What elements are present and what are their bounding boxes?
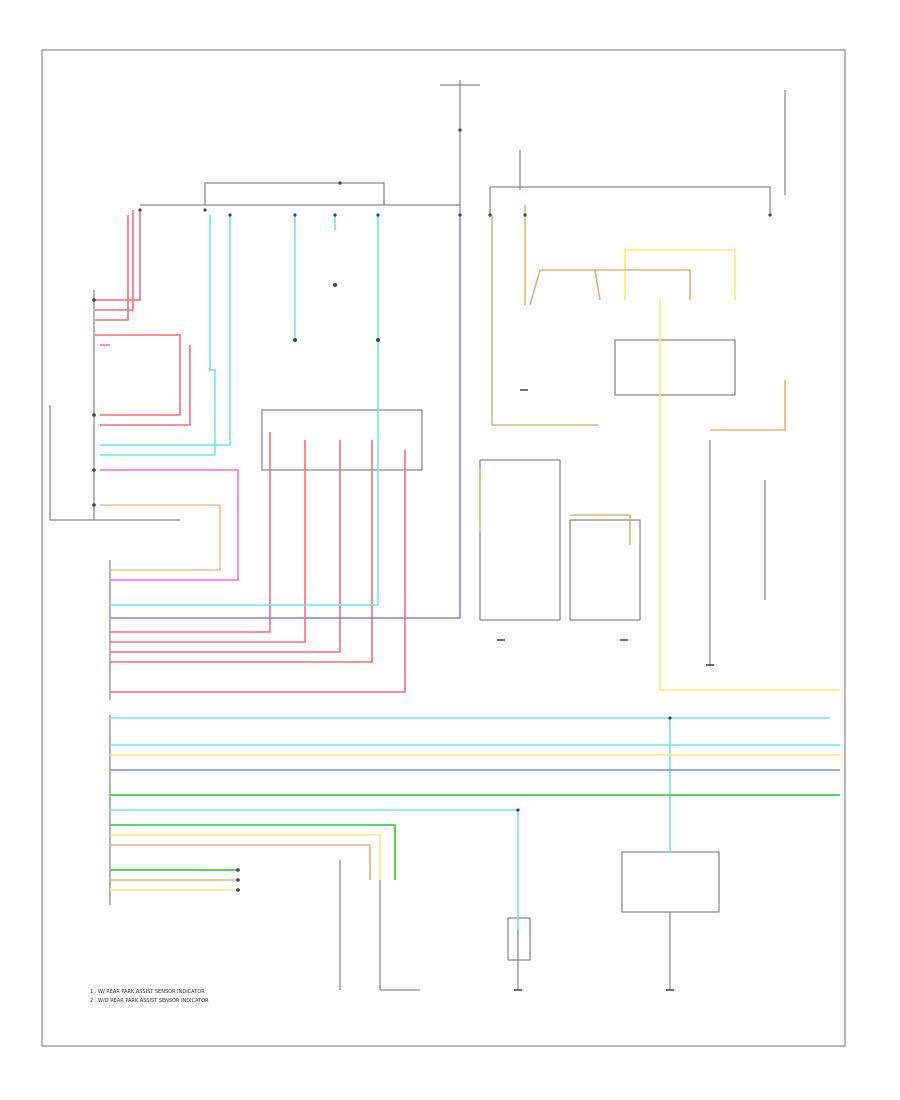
footnote-2: 2 : W/O REAR PARK ASSIST SENSOR INDICATO… xyxy=(90,998,209,1004)
pink-orange-wires xyxy=(100,344,239,581)
red-wires xyxy=(95,210,406,693)
footnote-1: 1 : W/ REAR PARK ASSIST SENSOR INDICATOR xyxy=(90,989,205,995)
cyan-wires xyxy=(100,215,840,930)
green-wires xyxy=(110,794,840,880)
tan-wires xyxy=(110,205,786,881)
diagram-frame xyxy=(41,49,846,1047)
footnotes: 1 : W/ REAR PARK ASSIST SENSOR INDICATOR… xyxy=(90,989,209,1004)
connector-dots xyxy=(92,128,772,892)
yellow-wires xyxy=(110,249,840,891)
blue-wires xyxy=(110,215,840,771)
black-wires xyxy=(49,80,786,991)
ground-symbols xyxy=(497,389,714,991)
